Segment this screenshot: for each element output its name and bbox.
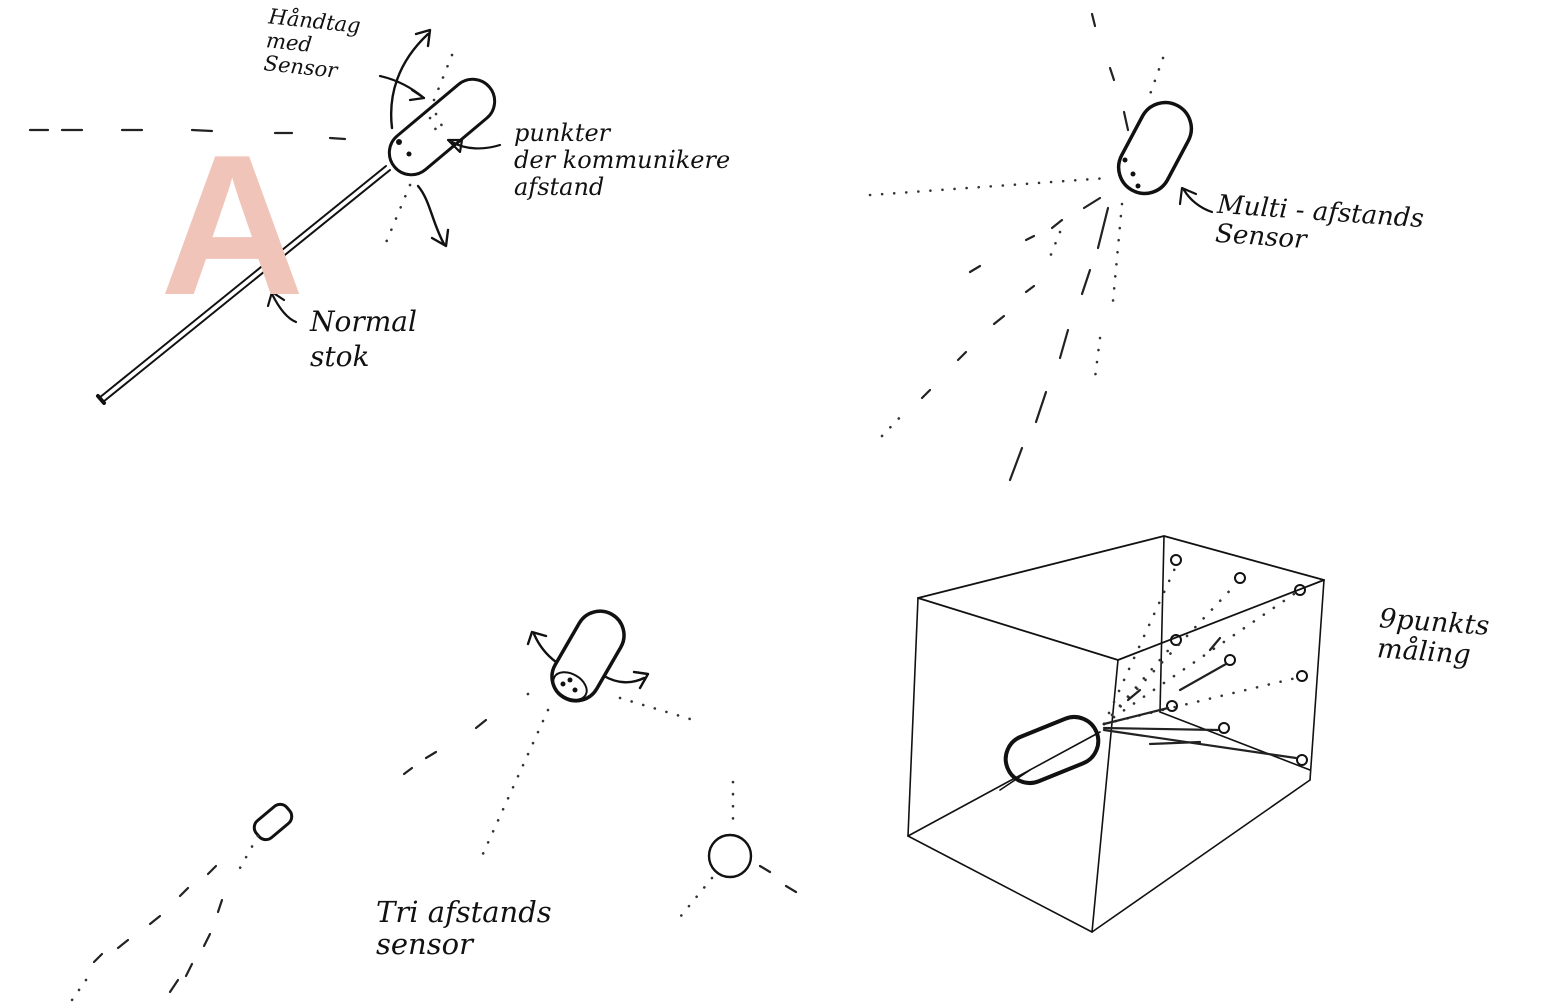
rotation-arrows bbox=[390, 28, 450, 248]
label-tri-sensor: Tri afstands sensor bbox=[376, 895, 552, 962]
label-handle-sensor: Håndtag med Sensor bbox=[262, 4, 362, 83]
label-nine-point: 9punkts måling bbox=[1376, 603, 1491, 671]
multi-arrow bbox=[1182, 188, 1214, 214]
horizon-line bbox=[28, 128, 347, 141]
box-frame bbox=[907, 535, 1325, 933]
label-points: punkter der kommunikere afstand bbox=[514, 119, 731, 201]
measurement-points bbox=[1166, 554, 1308, 766]
cane-arrow bbox=[270, 292, 298, 324]
cane-handle bbox=[387, 77, 497, 177]
cane-shaft bbox=[96, 165, 391, 405]
panel-multi-sensor-sketch bbox=[868, 12, 1214, 482]
tri-rotate-right bbox=[602, 674, 646, 684]
point-3 bbox=[1294, 584, 1306, 596]
point-5 bbox=[1224, 654, 1236, 666]
point-6 bbox=[1296, 670, 1308, 682]
measurement-beams bbox=[1102, 564, 1298, 760]
point-7 bbox=[1166, 700, 1178, 712]
panel-nine-point-sketch bbox=[907, 535, 1325, 933]
box-sensor-body bbox=[1003, 715, 1101, 785]
label-normal-cane: Normal stok bbox=[310, 305, 417, 373]
points-arrow bbox=[450, 140, 502, 150]
sensor-dot bbox=[396, 139, 402, 145]
panel-cane-sketch bbox=[28, 28, 502, 405]
point-4 bbox=[1170, 634, 1182, 646]
point-1 bbox=[1170, 554, 1182, 566]
panel-tri-sensor-sketch bbox=[70, 609, 798, 1002]
point-2 bbox=[1234, 572, 1246, 584]
ball-target bbox=[707, 833, 753, 879]
point-9 bbox=[1296, 754, 1308, 766]
multi-sensor-body bbox=[1116, 100, 1194, 196]
tri-sensor-body bbox=[550, 609, 626, 703]
panel-badge: A bbox=[160, 114, 305, 337]
point-8 bbox=[1218, 722, 1230, 734]
tri-rotate-left bbox=[532, 632, 558, 664]
